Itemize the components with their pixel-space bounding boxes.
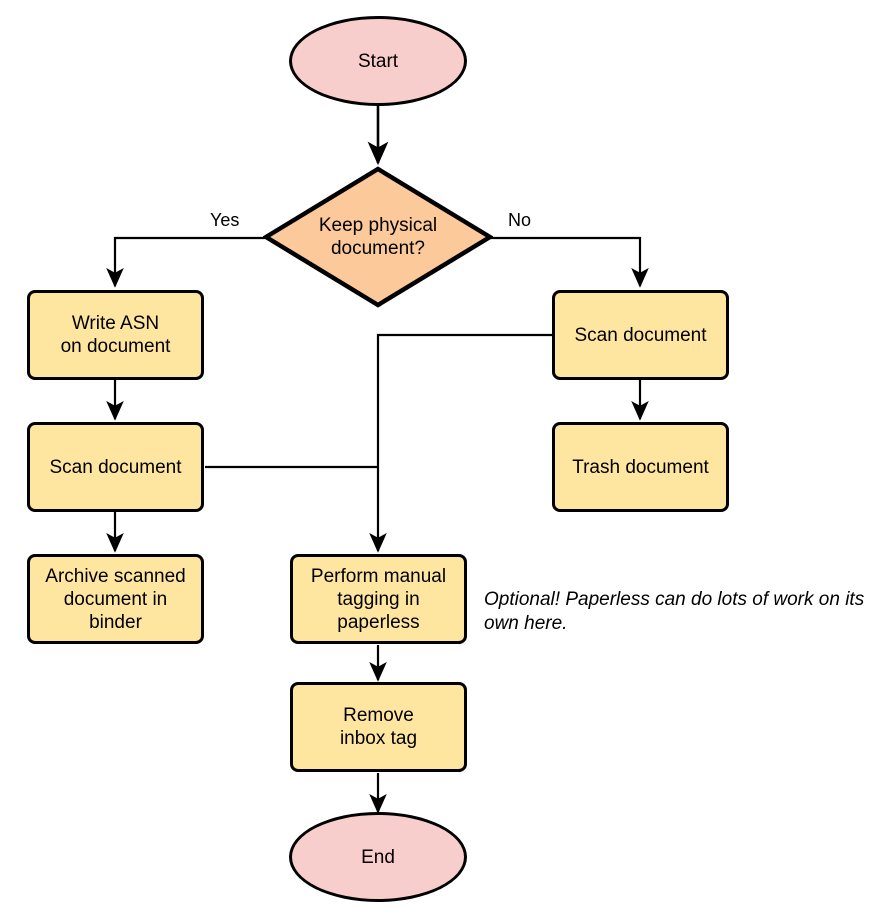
node-start[interactable]: Start bbox=[289, 16, 467, 106]
node-write-asn-on-document[interactable]: Write ASN on document bbox=[27, 290, 204, 380]
node-end[interactable]: End bbox=[289, 812, 467, 902]
node-perform-manual-tagging-in-paperless-label: Perform manual tagging in paperless bbox=[310, 565, 447, 633]
node-end-label: End bbox=[361, 846, 395, 868]
node-start-label: Start bbox=[357, 50, 399, 72]
node-trash-document[interactable]: Trash document bbox=[552, 422, 729, 512]
edge-decision-yes-to-write-asn bbox=[106, 236, 265, 288]
node-scan-document-right-label: Scan document bbox=[574, 324, 707, 346]
node-keep-physical-document[interactable]: Keep physical document? bbox=[263, 166, 493, 308]
diamond-shape bbox=[263, 166, 493, 308]
node-keep-physical-document-label: Keep physical document? bbox=[318, 215, 438, 259]
edge-decision-no-to-scan-right bbox=[490, 236, 649, 288]
node-archive-scanned-document-in-binder-label: Archive scanned document in binder bbox=[45, 565, 186, 633]
node-remove-inbox-tag-label: Remove inbox tag bbox=[339, 705, 418, 749]
node-write-asn-on-document-label: Write ASN on document bbox=[60, 313, 171, 357]
node-scan-document-left-label: Scan document bbox=[49, 456, 182, 478]
node-archive-scanned-document-in-binder[interactable]: Archive scanned document in binder bbox=[27, 554, 204, 644]
edge-label-yes: Yes bbox=[210, 210, 240, 230]
node-scan-document-right[interactable]: Scan document bbox=[552, 290, 729, 380]
edge-label-no: No bbox=[508, 210, 532, 230]
edge-scan-right-to-manual-tagging bbox=[369, 333, 552, 553]
annotation-optional-note: Optional! Paperless can do lots of work … bbox=[484, 589, 865, 634]
node-scan-document-left[interactable]: Scan document bbox=[27, 422, 204, 512]
node-trash-document-label: Trash document bbox=[572, 456, 709, 478]
node-perform-manual-tagging-in-paperless[interactable]: Perform manual tagging in paperless bbox=[290, 554, 467, 644]
node-remove-inbox-tag[interactable]: Remove inbox tag bbox=[290, 682, 467, 772]
